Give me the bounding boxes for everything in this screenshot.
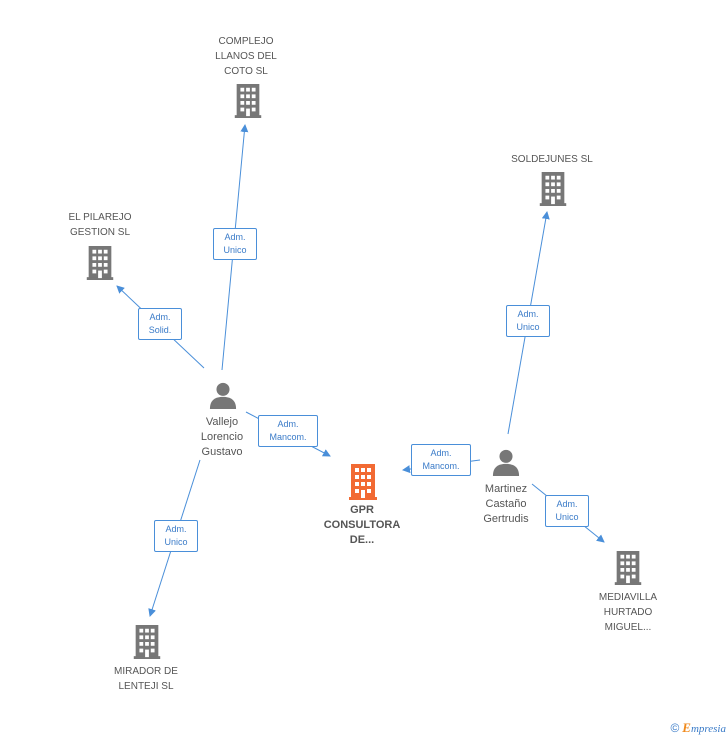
building-icon[interactable] bbox=[614, 551, 642, 585]
person-label-vallejo[interactable]: Vallejo Lorencio Gustavo bbox=[200, 416, 244, 458]
person-icon[interactable] bbox=[209, 382, 237, 409]
person-label-martinez[interactable]: Martinez Castaño Gertrudis bbox=[483, 483, 529, 525]
edge-label-martinez-gpr[interactable]: Adm. Mancom. bbox=[411, 444, 471, 476]
company-label-pilarejo[interactable]: EL PILAREJO GESTION SL bbox=[68, 212, 132, 238]
company-label-mirador[interactable]: MIRADOR DE LENTEJI SL bbox=[114, 666, 178, 692]
company-label-gpr[interactable]: GPR CONSULTORA DE... bbox=[323, 504, 401, 546]
person-icon[interactable] bbox=[492, 449, 520, 476]
company-label-soldejunes[interactable]: SOLDEJUNES SL bbox=[511, 154, 593, 165]
edge-label-martinez-mediavilla[interactable]: Adm. Unico bbox=[545, 495, 589, 527]
brand-name: mpresia bbox=[690, 723, 726, 735]
company-label-mediavilla[interactable]: MEDIAVILLA HURTADO MIGUEL... bbox=[598, 592, 658, 633]
building-icon[interactable] bbox=[539, 172, 567, 206]
edge-label-vallejo-mirador[interactable]: Adm. Unico bbox=[154, 520, 198, 552]
edge-label-vallejo-complejo[interactable]: Adm. Unico bbox=[213, 228, 257, 260]
edge-label-martinez-soldejunes[interactable]: Adm. Unico bbox=[506, 305, 550, 337]
building-icon[interactable] bbox=[349, 464, 377, 500]
brand-initial: E bbox=[682, 720, 691, 735]
company-label-complejo[interactable]: COMPLEJO LLANOS DEL COTO SL bbox=[215, 36, 277, 77]
empresia-logo[interactable]: ©Empresia bbox=[670, 720, 726, 736]
edge-label-vallejo-pilarejo[interactable]: Adm. Solid. bbox=[138, 308, 182, 340]
building-icon[interactable] bbox=[86, 246, 114, 280]
copyright-symbol: © bbox=[670, 721, 680, 735]
building-icon[interactable] bbox=[133, 625, 161, 659]
building-icon[interactable] bbox=[234, 84, 262, 118]
edge-label-vallejo-gpr[interactable]: Adm. Mancom. bbox=[258, 415, 318, 447]
